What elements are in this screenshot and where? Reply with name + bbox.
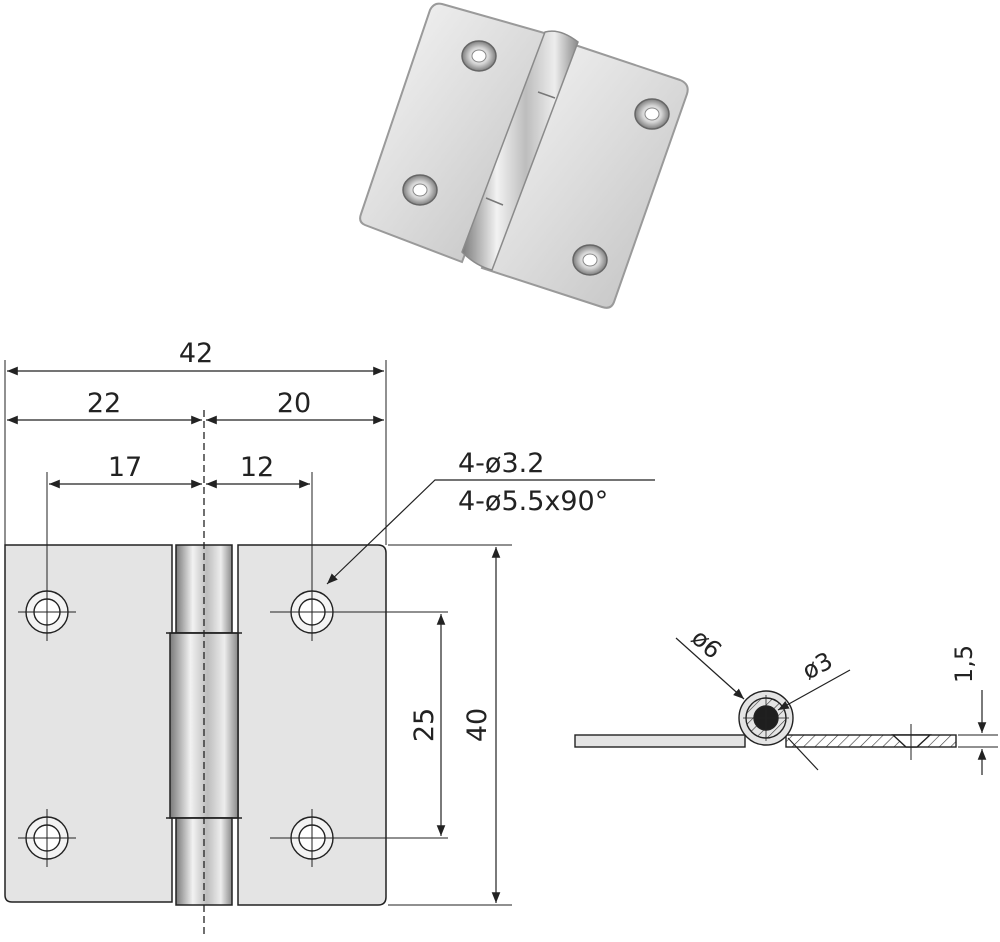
section-dimension-lines [675,637,987,775]
right-leaf [237,544,387,906]
photo-knuckle [461,30,579,271]
section-left-leaf [574,734,746,748]
dim-17: 17 [108,452,142,483]
mounting-holes [18,583,448,867]
extension-lines [4,360,512,906]
hole-spec-leader [326,479,655,585]
dim-dia-3: ø3 [798,647,838,686]
hole-top-left [18,583,76,641]
hole-spec-line-2: 4-ø5.5x90° [458,486,608,517]
hole-bottom-right [270,809,448,867]
section-view [574,690,998,760]
hole-spec-line-1: 4-ø3.2 [458,448,544,479]
dim-25: 25 [409,708,440,742]
hole-bottom-left [18,809,76,867]
dim-12: 12 [240,452,274,483]
dimension-lines [6,366,655,903]
hole-top-right [270,583,448,641]
dim-dia-6: ø6 [686,624,727,665]
hinge-photo [359,2,689,309]
leader-dia-6 [675,637,745,700]
leader-dia-3 [777,669,851,711]
dim-20: 20 [277,388,311,419]
dim-42: 42 [179,338,213,369]
section-right-leaf [785,734,957,748]
dim-22: 22 [87,388,121,419]
front-view [4,410,387,935]
dim-1-5: 1,5 [950,645,978,683]
dim-40: 40 [462,708,493,742]
